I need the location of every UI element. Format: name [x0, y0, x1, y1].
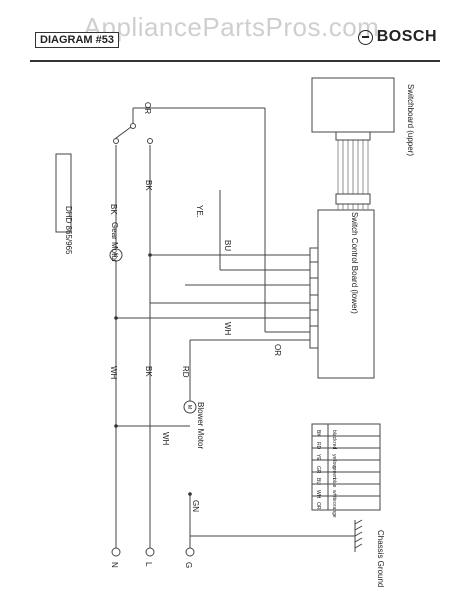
- label-wh-3: WH: [161, 432, 170, 446]
- label-switchboard-upper: Switchboard (upper): [406, 84, 415, 156]
- switch-blade: [115, 126, 132, 139]
- blower-motor-symbol: M: [186, 405, 192, 409]
- junction-wh: [114, 316, 118, 320]
- color-legend: [311, 423, 381, 511]
- label-wh-1: WH: [223, 322, 232, 336]
- legend-code: YE: [315, 454, 321, 461]
- chassis-ground-icon: [354, 519, 363, 552]
- junction-bk-gear: [148, 253, 152, 257]
- header-rule: [30, 60, 440, 62]
- terminal-g-label: G: [184, 562, 193, 568]
- legend-code: OR: [315, 502, 321, 510]
- brand-logo: BOSCH: [357, 28, 437, 46]
- junction-gn: [188, 492, 192, 496]
- terminal-l: [145, 547, 155, 557]
- legend-code: RD: [315, 442, 321, 450]
- switchboard-upper: [311, 77, 395, 133]
- watermark: AppliancePartsPros.com: [83, 12, 380, 42]
- legend-name: orange: [331, 502, 337, 518]
- terminal-n: [111, 547, 121, 557]
- legend-code: GR: [315, 466, 321, 474]
- label-gn: GN: [191, 500, 200, 512]
- label-wh-2: WH: [109, 366, 118, 380]
- label-bk-1: BK: [109, 204, 118, 215]
- legend-name: black: [331, 430, 337, 442]
- legend-code: BK: [315, 430, 321, 437]
- switch-contact-2: [147, 138, 153, 144]
- label-gear-motor: Gear Motor: [110, 222, 119, 263]
- ribbon-cable: [335, 129, 371, 210]
- label-bk-3: BK: [144, 366, 153, 377]
- legend-name: red: [331, 442, 337, 449]
- switch-contact-1: [113, 138, 119, 144]
- gear-motor-symbol: M: [112, 253, 118, 257]
- switch-pivot: [130, 123, 136, 129]
- label-or-top: OR: [143, 102, 152, 114]
- terminal-n-label: N: [110, 562, 119, 568]
- model-box: [55, 153, 72, 233]
- legend-name: green: [331, 466, 337, 479]
- gear-motor-icon: [109, 248, 123, 262]
- junction-blower: [114, 424, 118, 428]
- diagram-number: DIAGRAM #53: [35, 32, 119, 48]
- bosch-logo-icon: [357, 29, 373, 45]
- switch-control-board: [317, 209, 375, 379]
- label-switch-control-board: Switch Control Board (lower): [350, 212, 359, 314]
- label-ye: YE.: [195, 205, 204, 218]
- label-or-bottom: OR: [273, 344, 282, 356]
- legend-code: BU: [315, 478, 321, 485]
- terminal-l-label: L: [144, 562, 153, 567]
- label-rd: RD: [181, 366, 190, 378]
- legend-code: WH: [315, 490, 321, 499]
- terminal-g: [185, 547, 195, 557]
- brand-name: BOSCH: [376, 28, 437, 45]
- legend-name: white: [331, 490, 337, 502]
- model-number: DHD 865/965: [64, 206, 73, 255]
- label-bu: BU: [223, 240, 232, 251]
- legend-name: yellow: [331, 454, 337, 468]
- legend-name: blue: [331, 478, 337, 488]
- label-bk-2: BK: [144, 180, 153, 191]
- page-header: AppliancePartsPros.com DIAGRAM #53 BOSCH: [0, 0, 463, 62]
- label-chassis-ground: Chassis Ground: [376, 530, 385, 587]
- label-blower-motor: Blower Motor: [196, 402, 205, 449]
- board-connector: [309, 247, 319, 349]
